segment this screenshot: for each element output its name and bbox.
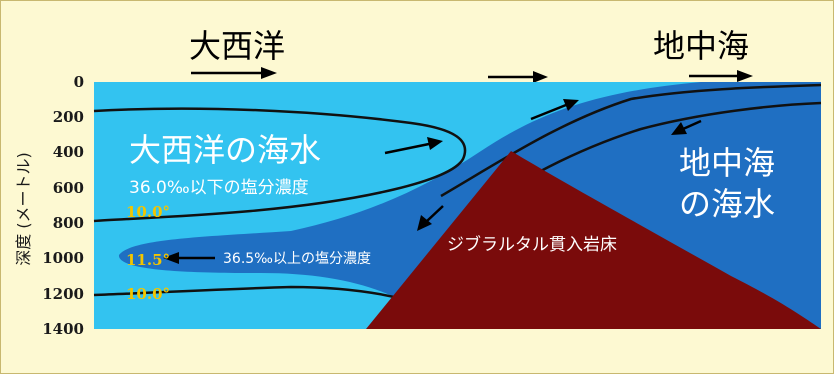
temperature-upper: 10.0° [126,203,170,221]
depth-axis: 0 200 400 600 800 1000 1200 1400 深度 (メート… [14,73,84,338]
depth-axis-label: 深度 (メートル) [14,152,33,266]
arrow-outflow-descent [426,205,444,222]
depth-tick-400: 400 [53,143,84,161]
temperature-lower: 10.0° [126,285,170,303]
surface-flow-arrows [191,67,753,83]
low-salinity-label: 36.0‰以下の塩分濃度 [129,178,309,198]
arrow-inflow [384,142,430,155]
depth-tick-1200: 1200 [42,285,84,303]
atlantic-title: 大西洋 [189,27,285,65]
sill-label: ジブラルタル貫入岩床 [447,234,617,255]
mediterranean-water-label-line1: 地中海 [679,144,775,182]
depth-tick-1400: 1400 [42,320,84,338]
high-salinity-label: 36.5‰以上の塩分濃度 [223,251,371,267]
contour-atlantic-tongue [93,107,467,223]
contour-upper-interface [440,83,822,198]
contour-lower [93,285,412,303]
depth-tick-800: 800 [53,214,84,232]
temperature-core: 11.5° [126,251,170,269]
depth-tick-200: 200 [53,108,84,126]
depth-tick-1000: 1000 [42,249,84,267]
mediterranean-water-label-line2: の海水 [679,185,775,223]
depth-tick-600: 600 [53,179,84,197]
arrow-mediterranean-return [682,119,702,131]
gibraltar-sill-rock [366,151,821,329]
mediterranean-title: 地中海 [653,27,749,65]
atlantic-water-label: 大西洋の海水 [129,131,321,169]
water-flow-arrows [163,99,702,264]
depth-tick-0: 0 [74,73,84,91]
arrow-strait-upper [530,103,567,121]
